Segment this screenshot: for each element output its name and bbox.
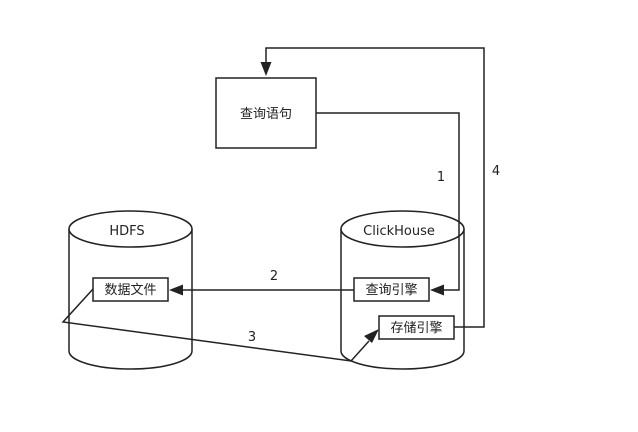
edge-4-arrowhead bbox=[260, 62, 272, 76]
edge-2-label: 2 bbox=[270, 269, 278, 284]
query-statement-label: 查询语句 bbox=[240, 107, 292, 122]
edge-4: 4 bbox=[260, 47, 500, 328]
edge-3-arrowhead bbox=[364, 329, 379, 343]
edge-2-arrowhead bbox=[169, 284, 183, 296]
hdfs-label: HDFS bbox=[109, 224, 144, 239]
edge-3: 3 bbox=[61, 288, 379, 362]
edge-4-label: 4 bbox=[492, 164, 500, 179]
storage-engine-box: 存储引擎 bbox=[378, 315, 455, 340]
query-statement-box: 查询语句 bbox=[215, 77, 317, 149]
clickhouse-label: ClickHouse bbox=[363, 224, 435, 239]
edge-3-label: 3 bbox=[248, 330, 256, 345]
storage-engine-label: 存储引擎 bbox=[390, 321, 442, 336]
data-file-label: 数据文件 bbox=[104, 283, 156, 298]
edge-2: 2 bbox=[169, 269, 354, 296]
edge-1-label: 1 bbox=[437, 170, 445, 185]
query-engine-label: 查询引擎 bbox=[365, 283, 417, 298]
edge-1-arrowhead bbox=[430, 284, 444, 296]
edge-1: 1 bbox=[316, 112, 460, 296]
query-engine-box: 查询引擎 bbox=[353, 277, 430, 302]
data-file-box: 数据文件 bbox=[92, 277, 169, 302]
